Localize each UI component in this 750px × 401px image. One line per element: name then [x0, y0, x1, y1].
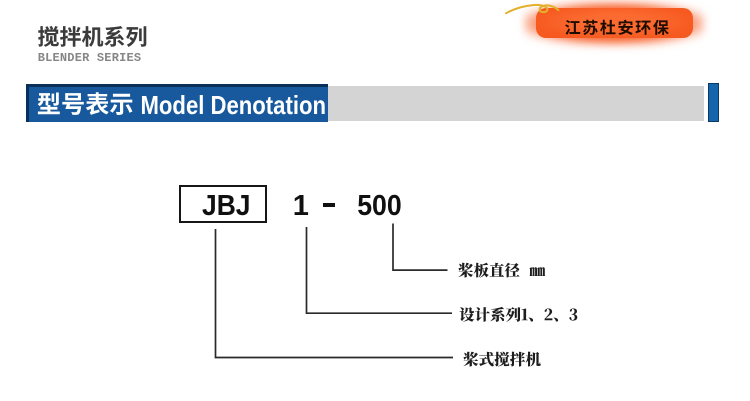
svg-text:JBJ: JBJ: [202, 190, 251, 222]
svg-text:500: 500: [357, 190, 402, 222]
svg-text:1: 1: [293, 190, 309, 222]
svg-text:BLENDER SERIES: BLENDER SERIES: [38, 51, 142, 65]
svg-text:Model Denotation: Model Denotation: [141, 90, 327, 120]
